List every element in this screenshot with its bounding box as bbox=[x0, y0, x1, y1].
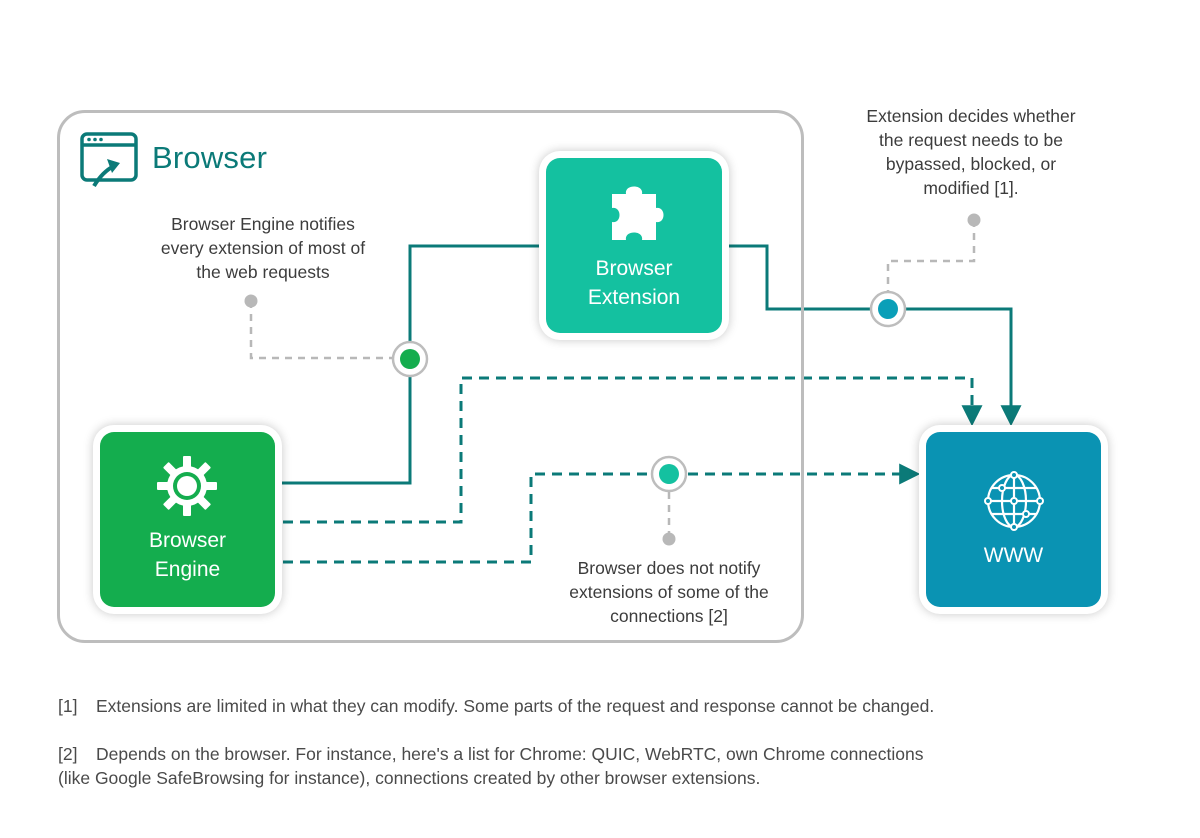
junction-marker-extension bbox=[869, 290, 907, 328]
www-label: WWW bbox=[983, 544, 1044, 567]
footnote-1-marker: [1] bbox=[58, 696, 78, 716]
globe-icon bbox=[984, 471, 1044, 531]
www-node: WWW bbox=[926, 432, 1101, 607]
gear-icon bbox=[157, 456, 217, 516]
callout-dot-extension bbox=[967, 213, 981, 227]
footnote-1: [1] Extensions are limited in what they c… bbox=[58, 694, 1158, 718]
browser-extension-label: Browser Extension bbox=[587, 257, 681, 309]
junction-marker-engine bbox=[391, 340, 429, 378]
callout-leader-engine bbox=[249, 301, 395, 360]
footnote-1-text: Extensions are limited in what they can … bbox=[96, 696, 935, 716]
browser-frame bbox=[57, 110, 804, 643]
callout-dot-no-notify bbox=[662, 532, 676, 546]
browser-extension-node: Browser Extension bbox=[546, 158, 722, 333]
browser-engine-node: Browser Engine bbox=[100, 432, 275, 607]
puzzle-icon bbox=[612, 186, 664, 240]
footnote-2: [2] Depends on the browser. For instance,… bbox=[58, 742, 1158, 790]
callout-dot-engine bbox=[244, 294, 258, 308]
footnote-2-text: Depends on the browser. For instance, he… bbox=[96, 744, 924, 764]
browser-window-icon bbox=[80, 132, 138, 188]
junction-marker-no-notify bbox=[650, 455, 688, 493]
footnote-2-marker: [2] bbox=[58, 744, 78, 764]
note-extension-decides: Extension decides whether the request ne… bbox=[866, 106, 1076, 198]
note-engine-notifies: Browser Engine notifies every extension … bbox=[160, 214, 366, 282]
browser-title: Browser bbox=[152, 140, 268, 175]
callout-leader-extension bbox=[886, 220, 976, 292]
note-no-notify: Browser does not notify extensions of so… bbox=[569, 558, 769, 626]
engine-to-www-dashed-lower bbox=[283, 463, 921, 564]
footnote-2-text-line2: (like Google SafeBrowsing for instance),… bbox=[58, 768, 761, 788]
browser-engine-label: Browser Engine bbox=[148, 529, 227, 581]
extension-to-www-line bbox=[722, 244, 1022, 427]
